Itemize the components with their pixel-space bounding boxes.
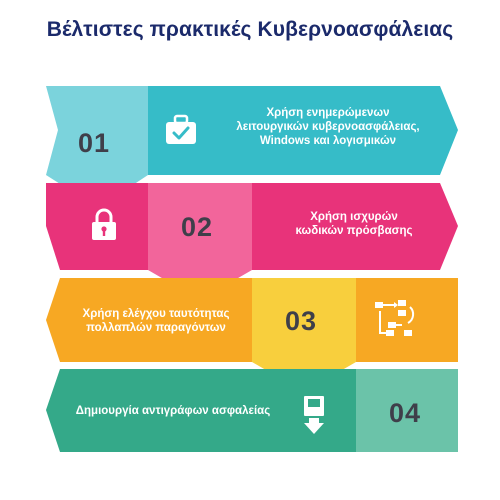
band-1-tab [46,86,148,208]
step-1-text: Χρήση ενημερώμενων λειτουργικών κυβερνοα… [214,106,442,148]
step-3-number: 03 [285,306,318,336]
step-3-text: Χρήση ελέγχου ταυτότητας πολλαπλών παραγ… [56,307,256,335]
step-1-text-line-1: Χρήση ενημερώμενων [266,107,390,119]
step-4-number: 04 [389,398,422,428]
band-1-main [148,86,458,175]
workflow-icon [375,300,415,336]
step-2-number: 02 [181,212,214,242]
page-title: Βέλτιστες πρακτικές Κυβερνοασφάλειας [46,18,454,41]
band-4-main [46,369,458,452]
briefcase-check-icon [166,114,196,144]
step-2-text-line-1: Χρήση ισχυρών [310,211,398,223]
band-4-tab [356,369,458,452]
step-3-text-line-2: πολλαπλών παραγόντων [86,322,226,334]
download-backup-icon [304,396,324,434]
step-2-text: Χρήση ισχυρών κωδικών πρόσβασης [266,210,442,238]
padlock-icon [92,208,116,240]
step-2-text-line-2: κωδικών πρόσβασης [295,225,413,237]
step-4-text: Δημιουργία αντιγράφων ασφαλείας [56,404,290,418]
step-1-text-line-3: Windows και λογισμικών [259,135,397,147]
step-1-text-line-2: λειτουργικών κυβερνοασφάλειας, [236,121,420,133]
band-2-tab [148,183,252,300]
step-4-text-line-1: Δημιουργία αντιγράφων ασφαλείας [75,405,271,417]
step-3-text-line-1: Χρήση ελέγχου ταυτότητας [82,308,230,320]
step-1-number: 01 [78,128,111,158]
band-3-tab [252,278,356,392]
